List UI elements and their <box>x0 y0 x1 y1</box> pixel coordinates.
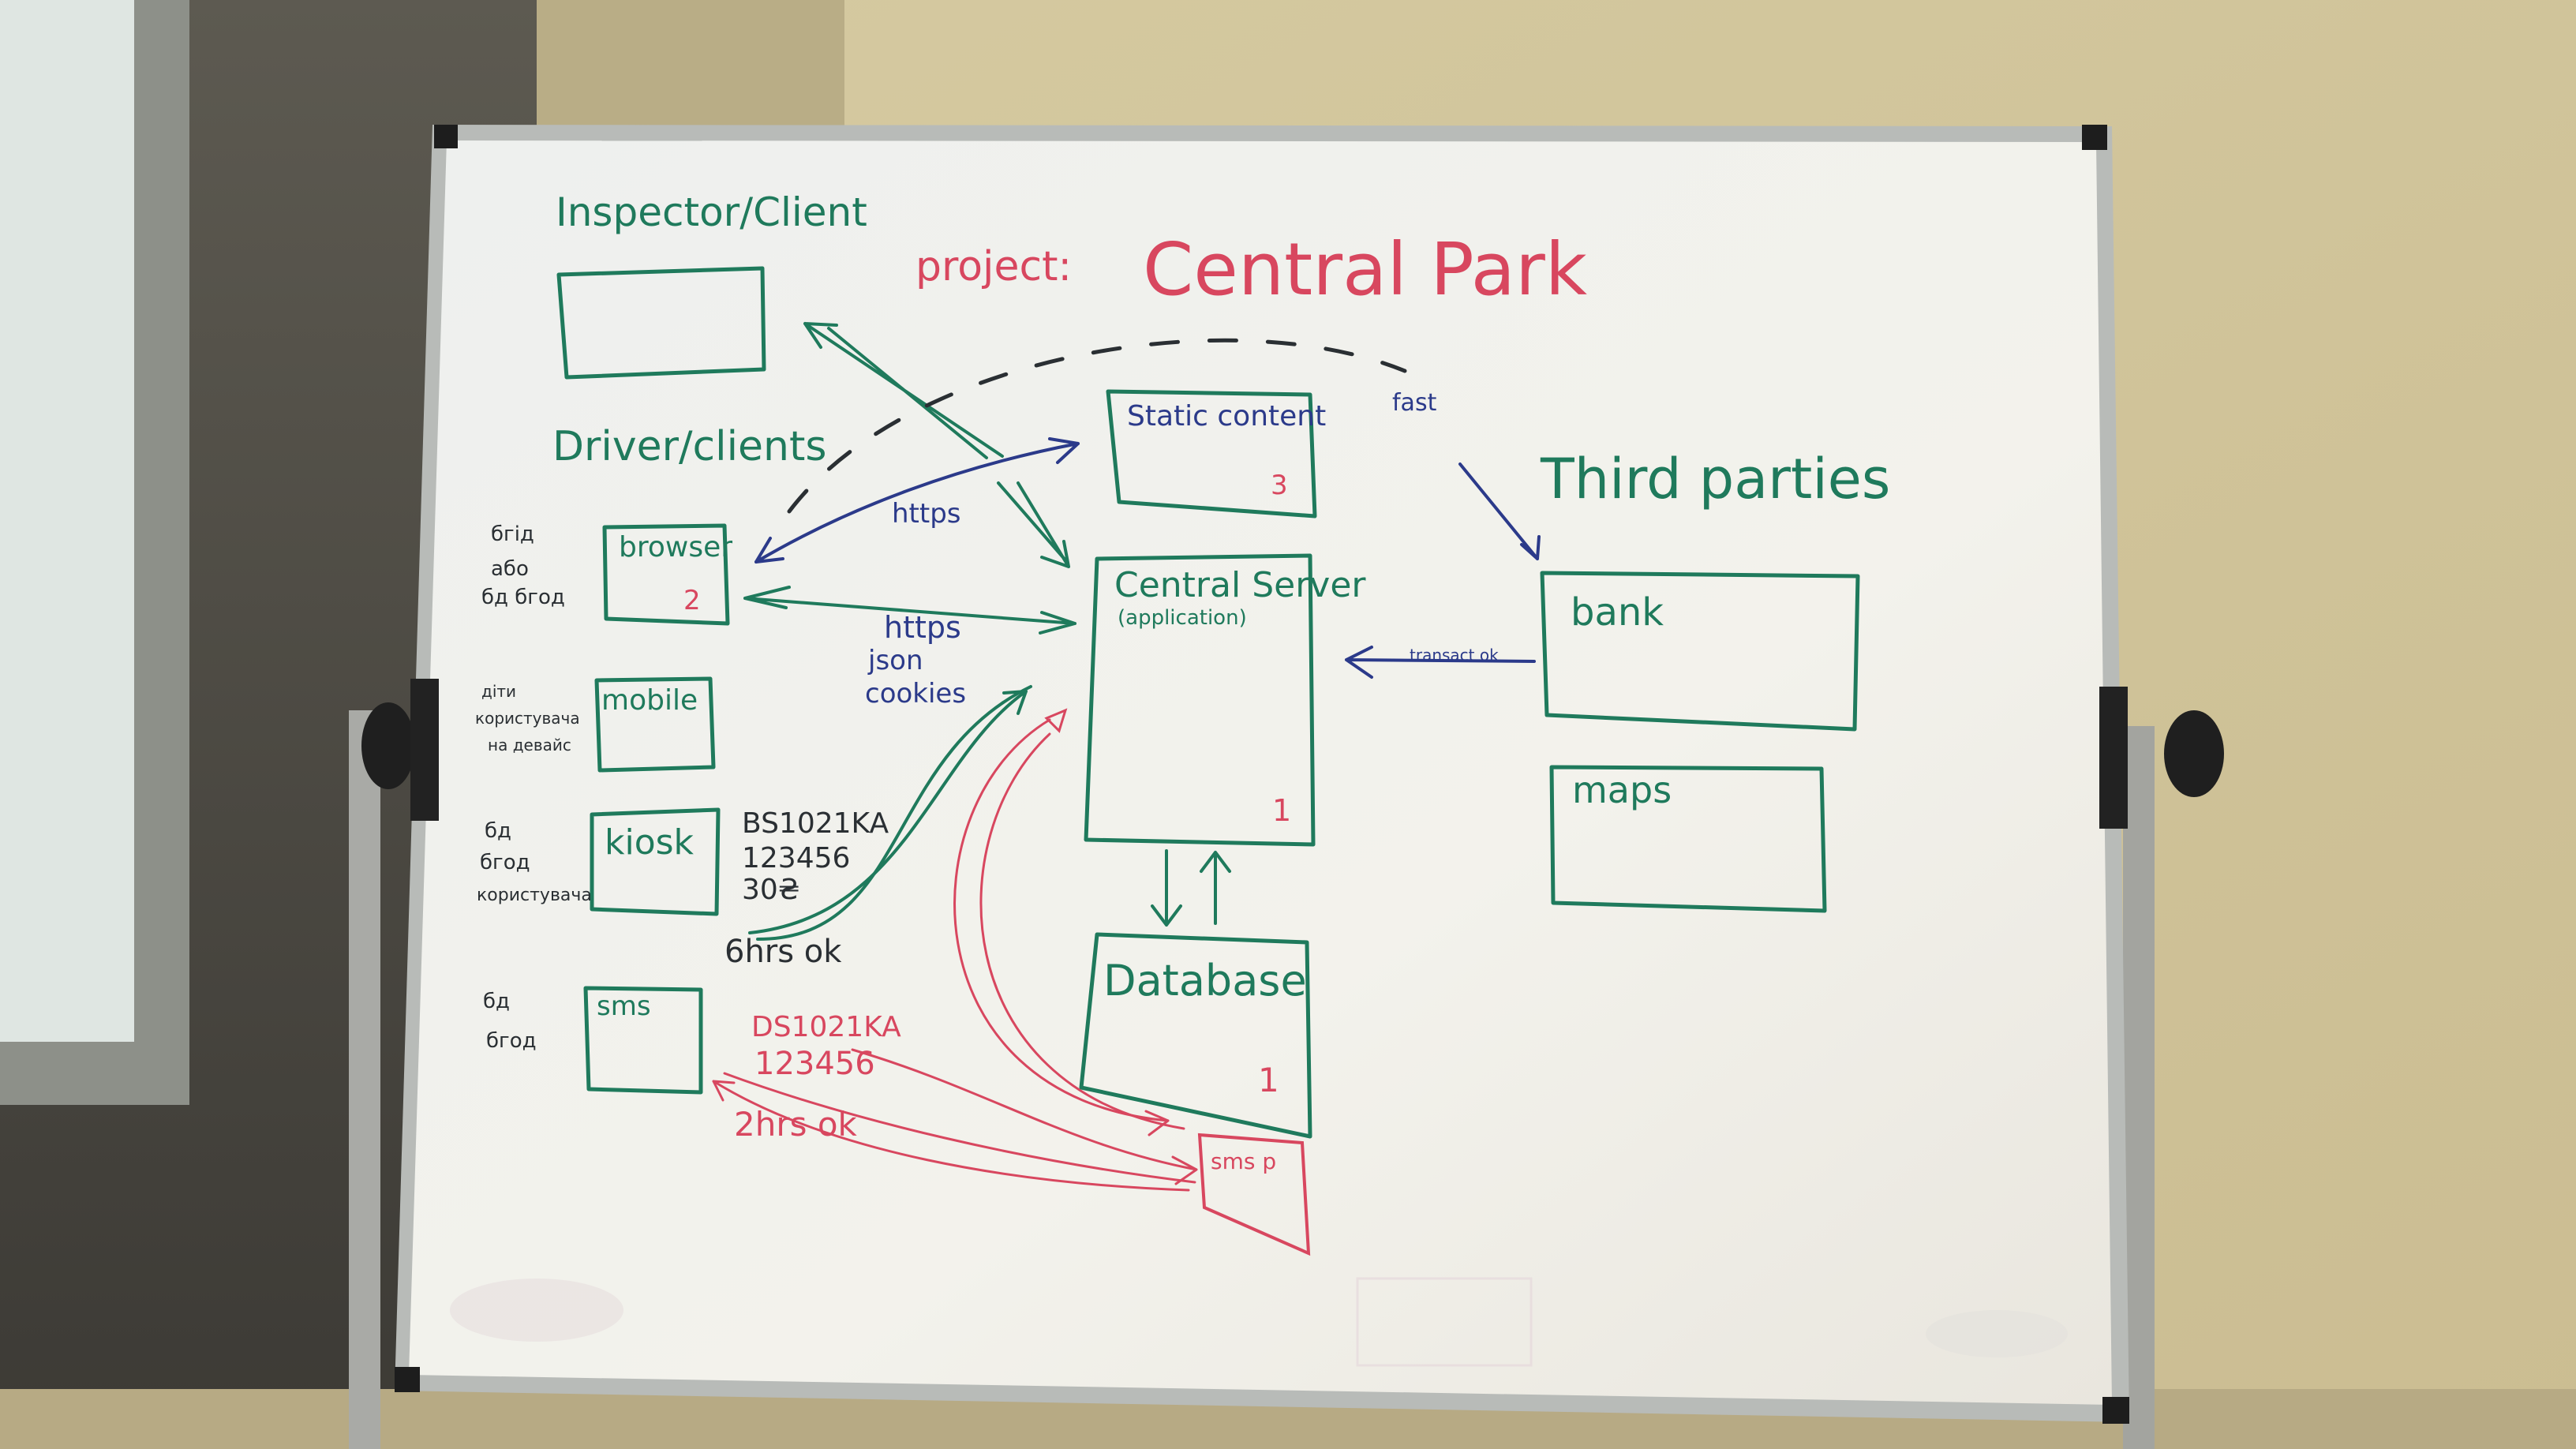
ghost-smudge <box>1356 1277 1533 1367</box>
https-static-arrow <box>754 437 1080 564</box>
left-clamp <box>410 679 439 821</box>
corner-cap-tl <box>434 125 458 148</box>
sms-reply-arrow <box>712 1080 1190 1192</box>
corner-cap-bl <box>395 1367 420 1392</box>
browser-server-arrow <box>743 586 1076 635</box>
third-party-arrow <box>1458 462 1541 560</box>
transact-arrow <box>1345 646 1536 679</box>
ghost-smudge <box>450 1279 623 1342</box>
server-to-db-arrow <box>1151 849 1182 927</box>
stand-right-post <box>2123 726 2155 1449</box>
maps-box <box>1549 765 1827 913</box>
stand-left-post <box>349 710 380 1449</box>
corner-cap-tr <box>2082 125 2107 150</box>
sms-reply-arrow <box>723 1072 1196 1184</box>
ghost-smudge <box>1926 1310 2068 1357</box>
window <box>0 0 134 1042</box>
left-knob <box>361 702 415 789</box>
db-to-server-arrow <box>1200 851 1231 925</box>
right-clamp <box>2099 687 2128 829</box>
sms-p-box <box>1197 1133 1311 1256</box>
static-content-box <box>1106 389 1317 519</box>
mobile-box <box>594 676 716 773</box>
inspector-box <box>556 266 766 380</box>
right-knob <box>2164 710 2224 797</box>
inspector-arrow <box>803 322 1004 459</box>
server-sms-marker <box>1044 708 1068 733</box>
sms-flow-arrow <box>953 718 1170 1136</box>
bank-box <box>1540 571 1860 732</box>
database-box <box>1079 932 1312 1139</box>
browser-box <box>602 523 730 626</box>
central-server-box <box>1084 553 1316 847</box>
board-surface <box>409 140 2112 1405</box>
corner-cap-br <box>2102 1397 2129 1424</box>
inspector-to-server-arrow <box>997 481 1070 568</box>
kiosk-flow-arrow <box>756 685 1032 941</box>
sms-flow-arrow <box>979 732 1185 1130</box>
sms-box <box>583 986 703 1095</box>
kiosk-box <box>590 807 721 916</box>
